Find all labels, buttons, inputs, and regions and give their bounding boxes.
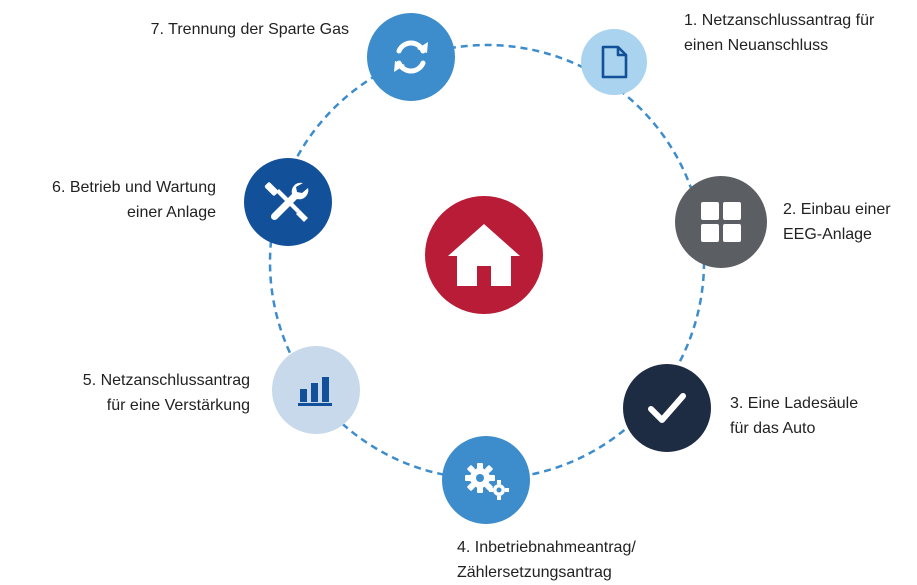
step-4-node[interactable] <box>442 436 530 524</box>
step-2-node[interactable] <box>675 176 767 268</box>
step-5-line1: 5. Netzanschlussantrag <box>82 372 250 389</box>
step-3-line1: 3. Eine Ladesäule <box>730 395 859 412</box>
step-3-node[interactable] <box>623 364 711 452</box>
gears-icon <box>465 463 509 500</box>
step-6-line2: einer Anlage <box>127 204 216 221</box>
tools-icon <box>264 182 309 222</box>
step-3-label: 3. Eine Ladesäule für das Auto <box>730 391 858 441</box>
step-4-label: 4. Inbetriebnahmeantrag/ Zählersetzungsa… <box>457 535 636 585</box>
step-7-line1: 7. Trennung der Sparte Gas <box>150 21 349 38</box>
document-icon <box>601 45 628 79</box>
step-6-node[interactable] <box>244 158 332 246</box>
refresh-icon <box>394 40 428 74</box>
step-5-label: 5. Netzanschlussantrag für eine Verstärk… <box>83 368 250 418</box>
step-3-line2: für das Auto <box>730 420 816 437</box>
grid-icon <box>701 202 741 242</box>
step-1-line2: einen Neuanschluss <box>684 37 829 54</box>
step-1-line1: 1. Netzanschlussantrag für <box>684 12 875 29</box>
step-6-line1: 6. Betrieb und Wartung <box>52 179 216 196</box>
bar-chart-icon <box>298 377 332 406</box>
step-1-label: 1. Netzanschlussantrag für einen Neuansc… <box>684 8 874 58</box>
step-5-node[interactable] <box>272 346 360 434</box>
center-home-node[interactable] <box>425 196 543 314</box>
step-4-line1: 4. Inbetriebnahmeantrag/ <box>457 539 636 556</box>
step-7-node[interactable] <box>367 13 455 101</box>
step-2-label: 2. Einbau einer EEG-Anlage <box>783 197 891 247</box>
checkmark-icon <box>648 393 686 423</box>
step-5-line2: für eine Verstärkung <box>106 397 250 414</box>
step-4-line2: Zählersetzungsantrag <box>457 564 612 581</box>
step-7-label: 7. Trennung der Sparte Gas <box>151 17 349 42</box>
step-2-line2: EEG-Anlage <box>783 226 872 243</box>
home-icon <box>448 224 520 286</box>
step-1-node[interactable] <box>581 29 647 95</box>
step-2-line1: 2. Einbau einer <box>783 201 891 218</box>
step-6-label: 6. Betrieb und Wartung einer Anlage <box>52 175 216 225</box>
